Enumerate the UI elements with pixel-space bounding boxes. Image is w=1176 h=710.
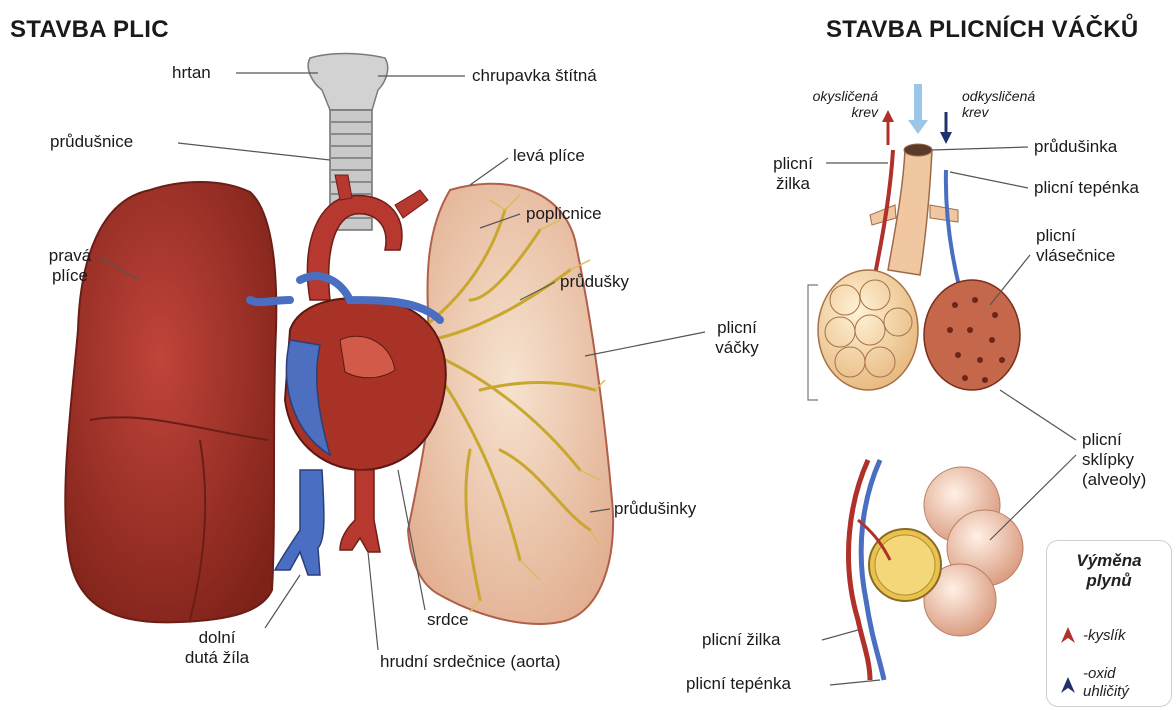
label-dolni-duta-zila-line1: dolní	[170, 628, 264, 648]
label-plicni-vlasecnice: plicní vlásečnice	[1036, 226, 1115, 266]
label-poplicnice: poplicnice	[526, 204, 602, 224]
label-dolni-duta-zila: dolní dutá žíla	[170, 628, 264, 668]
legend-kyslik: -kyslík	[1083, 627, 1126, 645]
legend-title-line2: plynů	[1047, 571, 1171, 591]
label-plicni-tepenka-bottom: plicní tepénka	[686, 674, 791, 694]
descending-aorta	[340, 470, 380, 552]
label-plicni-zilka-line1: plicní	[762, 154, 824, 174]
label-vlasecnice-line2: vlásečnice	[1036, 246, 1115, 266]
label-leva-plice: levá plíce	[513, 146, 585, 166]
label-plicni-zilka-line2: žilka	[762, 174, 824, 194]
alveoli-closeup	[869, 467, 1023, 636]
label-okyslicena-line2: krev	[788, 104, 878, 120]
label-sklipky-line1: plicní	[1082, 430, 1146, 450]
legend-title-line1: Výměna	[1047, 551, 1171, 571]
label-odkyslicena-krev: odkysličená krev	[962, 88, 1035, 120]
label-sklipky-line3: (alveoly)	[1082, 470, 1146, 490]
oxygen-arrow-icon	[1061, 627, 1075, 643]
legend-title: Výměna plynů	[1047, 551, 1171, 591]
label-plicni-tepenka-top: plicní tepénka	[1034, 178, 1139, 198]
label-odkyslicena-line2: krev	[962, 104, 1035, 120]
label-odkyslicena-line1: odkysličená	[962, 88, 1035, 104]
label-sklipky-line2: sklípky	[1082, 450, 1146, 470]
larynx	[308, 54, 388, 111]
label-okyslicena-line1: okysličená	[788, 88, 878, 104]
label-hrtan: hrtan	[172, 63, 211, 83]
label-plicni-sklipky: plicní sklípky (alveoly)	[1082, 430, 1146, 490]
alveolar-sac-left	[818, 270, 918, 390]
label-prava-plice: pravá plíce	[40, 246, 100, 286]
label-prava-plice-line2: plíce	[40, 266, 100, 286]
label-okyslicena-krev: okysličená krev	[788, 88, 878, 120]
label-plicni-vacky-line1: plicní	[704, 318, 770, 338]
label-vlasecnice-line1: plicní	[1036, 226, 1115, 246]
legend-oxid-uhlicity: -oxid uhličitý	[1083, 665, 1129, 701]
label-prudusinky: průdušinky	[614, 499, 696, 519]
alveolar-sac-right	[924, 280, 1020, 390]
label-prudusinka: průdušinka	[1034, 137, 1117, 157]
aortic-arch	[307, 195, 402, 300]
label-prudusnice: průdušnice	[50, 132, 133, 152]
label-aorta: hrudní srdečnice (aorta)	[380, 652, 560, 672]
legend-oxid-line2: uhličitý	[1083, 683, 1129, 701]
label-plicni-vacky-line2: váčky	[704, 338, 770, 358]
label-srdce: srdce	[427, 610, 469, 630]
label-prudusky: průdušky	[560, 272, 629, 292]
label-chrupavka-stitna: chrupavka štítná	[472, 66, 597, 86]
legend-oxid-line1: -oxid	[1083, 665, 1129, 683]
co2-arrow-icon	[1061, 677, 1075, 693]
label-plicni-zilka-top: plicní žilka	[762, 154, 824, 194]
inferior-vena-cava	[275, 470, 324, 575]
label-plicni-vacky: plicní váčky	[704, 318, 770, 358]
label-dolni-duta-zila-line2: dutá žíla	[170, 648, 264, 668]
label-prava-plice-line1: pravá	[40, 246, 100, 266]
label-plicni-zilka-bottom: plicní žilka	[702, 630, 780, 650]
gas-exchange-legend: Výměna plynů -kyslík -oxid uhličitý	[1046, 540, 1172, 707]
